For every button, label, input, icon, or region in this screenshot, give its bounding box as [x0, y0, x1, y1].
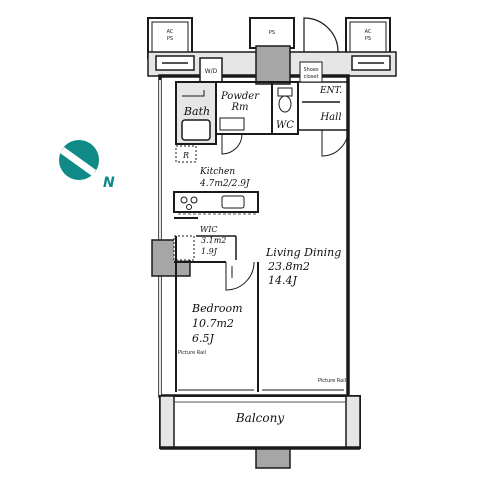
balcony-label: Balcony [235, 411, 284, 425]
wic-area: 3.1m2 [201, 236, 226, 245]
hall-door-swing [321, 129, 349, 157]
wd-label: W/D [205, 68, 218, 75]
refrigerator-label: R [182, 151, 189, 160]
picture-rail-right: Picture Rail [318, 378, 346, 384]
ps-box-top: PS [249, 17, 295, 49]
bedroom-door-swing [225, 261, 255, 291]
bathtub [181, 119, 211, 141]
hall-wall [297, 81, 349, 131]
wic-label: WIC [200, 225, 218, 234]
picture-rail-left: Picture Rail [178, 350, 206, 356]
ps-label: PS [269, 30, 275, 36]
bath-label: Bath [183, 105, 210, 118]
powder-room-label-2: Rm [230, 102, 248, 113]
wc-label: WC [276, 120, 294, 131]
living-dining-label: Living Dining [265, 246, 341, 259]
shoes-closet-label-1: Shoes [303, 67, 318, 73]
ac-unit-right-label-2: PS [365, 36, 371, 42]
kitchen-area: 4.7m2/2.9J [199, 179, 251, 189]
stove-burner-icon [180, 196, 188, 204]
hall-label: Hall [319, 112, 341, 123]
kitchen-sink [221, 195, 245, 209]
stove-burner-icon [186, 204, 192, 210]
shoes-closet [299, 61, 323, 83]
toilet-icon [278, 95, 292, 113]
wic-tatami: 1.9J [201, 247, 218, 256]
washbasin [219, 117, 245, 131]
bedroom-label: Bedroom [191, 302, 243, 315]
ac-unit-left-label-2: PS [167, 36, 173, 42]
shoes-closet-label-2: closet [304, 74, 319, 80]
ac-unit-left-label-1: AC [167, 29, 174, 35]
powder-room-label: Powder [220, 91, 260, 102]
north-arrow-icon: N [59, 140, 115, 191]
entrance-label: ENT. [319, 86, 342, 96]
compass-n-label: N [103, 175, 115, 191]
entrance-door-swing [303, 17, 339, 53]
bedroom-tatami: 6.5J [192, 332, 214, 345]
living-dining-tatami: 14.4J [268, 274, 297, 287]
washer-dryer: W/D [199, 57, 223, 83]
living-dining-area: 23.8m2 [267, 260, 310, 273]
kitchen-label: Kitchen [199, 167, 235, 177]
shaft-top [255, 45, 291, 85]
stove-burner-icon [190, 196, 198, 204]
balcony-outline [159, 395, 361, 449]
wic-shelf [173, 235, 195, 261]
refrigerator [175, 145, 197, 163]
ac-unit-right-label-1: AC [365, 29, 372, 35]
bedroom-area: 10.7m2 [192, 317, 234, 330]
powder-door-swing [221, 133, 243, 155]
